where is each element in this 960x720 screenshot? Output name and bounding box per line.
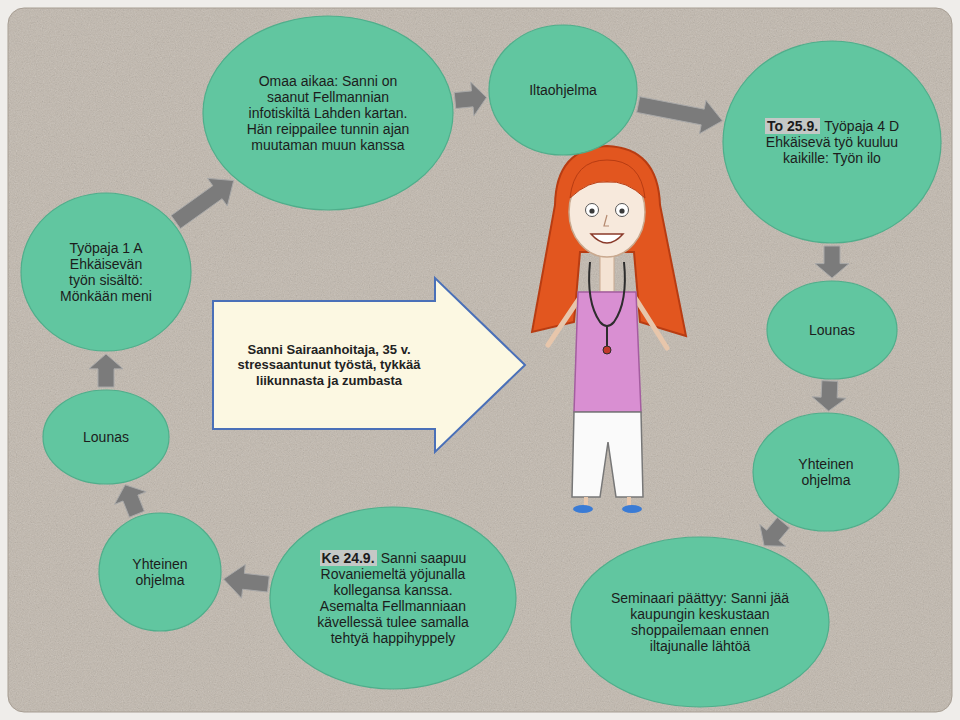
flow-arrow <box>637 97 723 134</box>
flow-arrow <box>760 518 790 547</box>
step-ellipse: Yhteinen ohjelma <box>98 512 222 632</box>
stethoscope-head <box>603 346 611 354</box>
step-text: Lounas <box>809 322 855 338</box>
nose <box>604 215 609 226</box>
ellipse-shape <box>99 513 221 631</box>
step-ellipse: Ke 24.9.Sanni saapuu Rovaniemeltä yöjuna… <box>269 506 517 690</box>
ellipse-shape <box>203 16 453 210</box>
right-arm <box>634 296 667 348</box>
pupil <box>589 208 594 213</box>
step-ellipse: Seminaari päättyy: Sanni jää kaupungin k… <box>570 536 830 708</box>
trousers <box>572 412 643 497</box>
flow-arrow <box>115 485 147 517</box>
text-box: Lounas <box>787 322 877 338</box>
step-ellipse: Työpaja 1 A Ehkäisevän työn sisältö: Mön… <box>20 192 192 352</box>
eye <box>616 204 629 217</box>
shoe <box>573 505 593 513</box>
arrow-shape <box>213 278 525 452</box>
step-ellipse: Omaa aikaa: Sanni on saanut Fellmannian … <box>202 15 454 211</box>
nurse-drawing <box>532 146 686 513</box>
text-box: To 25.9.Työpaja 4 D Ehkäisevä työ kuuluu… <box>757 118 907 166</box>
ellipse-shape <box>43 390 169 484</box>
ellipse-shape <box>753 413 899 531</box>
ellipse-shape <box>723 41 941 243</box>
flow-arrow <box>171 178 234 228</box>
text-box: Työpaja 1 A Ehkäisevän työn sisältö: Mön… <box>56 240 156 304</box>
date-heading: Ke 24.9. <box>320 550 377 566</box>
step-ellipse: Lounas <box>42 389 170 485</box>
text-box: Sanni Sairaanhoitaja, 35 v. stressaantun… <box>224 342 434 389</box>
ellipse-shape <box>767 281 897 379</box>
text-box: Omaa aikaa: Sanni on saanut Fellmannian … <box>242 73 414 153</box>
stethoscope <box>589 262 625 326</box>
smile <box>591 234 623 243</box>
step-ellipse: To 25.9.Työpaja 4 D Ehkäisevä työ kuuluu… <box>722 40 942 244</box>
text-box: Yhteinen ohjelma <box>120 556 200 588</box>
ellipse-shape <box>270 507 516 689</box>
frame-border <box>8 8 952 712</box>
date-heading: To 25.9. <box>765 118 820 134</box>
shoe <box>622 505 642 513</box>
leg <box>584 497 588 506</box>
step-text: Yhteinen ohjelma <box>132 556 187 588</box>
text-box: Yhteinen ohjelma <box>776 456 876 488</box>
step-text: Työpaja 1 A Ehkäisevän työn sisältö: Mön… <box>60 240 152 304</box>
ellipse-shape <box>21 193 191 351</box>
flow-arrow <box>815 246 849 278</box>
eye <box>586 204 599 217</box>
ground-fill <box>8 8 952 712</box>
step-text: Seminaari päättyy: Sanni jää kaupungin k… <box>611 590 789 654</box>
text-box: Seminaari päättyy: Sanni jää kaupungin k… <box>610 590 790 654</box>
ground-grain <box>8 8 952 712</box>
text-box: Iltaohjelma <box>508 82 618 98</box>
flow-arrow <box>812 381 846 411</box>
profile-arrow: Sanni Sairaanhoitaja, 35 v. stressaantun… <box>212 276 527 454</box>
shirt <box>574 292 641 412</box>
step-text: Sanni Sairaanhoitaja, 35 v. stressaantun… <box>238 342 421 388</box>
step-text: Iltaohjelma <box>529 82 597 98</box>
step-ellipse: Iltaohjelma <box>488 24 638 156</box>
flow-arrow <box>224 564 270 598</box>
pupil <box>619 208 624 213</box>
step-ellipse: Yhteinen ohjelma <box>752 412 900 532</box>
step-text: Yhteinen ohjelma <box>798 456 853 488</box>
step-text: Lounas <box>83 429 129 445</box>
fringe <box>570 160 645 198</box>
step-text: Omaa aikaa: Sanni on saanut Fellmannian … <box>247 73 410 153</box>
leg <box>627 497 631 506</box>
textured-ground <box>8 8 952 712</box>
text-box: Ke 24.9.Sanni saapuu Rovaniemeltä yöjuna… <box>314 550 472 647</box>
step-ellipse: Lounas <box>766 280 898 380</box>
ellipse-shape <box>489 25 637 155</box>
stethoscope-tube <box>606 326 608 346</box>
flow-arrow <box>454 82 486 116</box>
flow-arrow <box>89 354 123 387</box>
text-box: Lounas <box>61 429 151 445</box>
ellipse-shape <box>571 537 829 707</box>
